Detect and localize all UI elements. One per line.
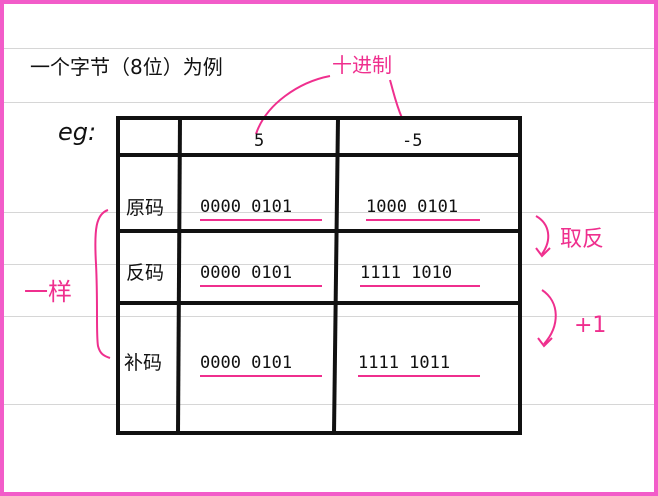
ruled-line: [4, 404, 654, 405]
ruled-line: [4, 316, 654, 317]
arrow-to-5-icon: [255, 75, 331, 135]
cell-twos-neg: 1111 1011: [358, 353, 450, 373]
plus-one-annotation: +1: [574, 313, 606, 338]
same-annotation: 一样: [24, 278, 72, 306]
eg-label: eg:: [58, 118, 96, 146]
arrow-to-neg5-icon: [389, 79, 403, 119]
curved-arrow-invert-icon: [535, 215, 550, 255]
ruled-line: [4, 102, 654, 103]
cell-twos-pos: 0000 0101: [200, 353, 292, 373]
row-label-twos-complement: 补码: [124, 352, 162, 374]
left-bracket-icon: [94, 209, 111, 359]
ruled-line: [4, 48, 654, 49]
cell-original-pos: 0000 0101: [200, 197, 292, 217]
arrowhead-icon: [535, 247, 551, 258]
cell-original-neg: 1000 0101: [366, 197, 458, 217]
ruled-line: [4, 212, 654, 213]
invert-annotation: 取反: [560, 227, 604, 252]
page-title: 一个字节（8位）为例: [30, 55, 223, 79]
decimal-annotation: 十进制: [332, 53, 392, 77]
arrowhead-icon: [537, 337, 553, 348]
ruled-line: [4, 264, 654, 265]
curved-arrow-plus-one-icon: [541, 289, 557, 345]
header-positive-five: 5: [254, 131, 264, 151]
handwritten-notes: 一个字节（8位）为例 eg: 十进制 5 -5 原码 0000 0101 100…: [24, 53, 606, 435]
cell-ones-pos: 0000 0101: [200, 263, 292, 283]
encoding-table: [116, 116, 522, 435]
row-label-original: 原码: [126, 197, 164, 219]
cell-ones-neg: 1111 1010: [360, 263, 452, 283]
header-negative-five: -5: [402, 131, 422, 151]
row-label-ones-complement: 反码: [126, 262, 164, 284]
